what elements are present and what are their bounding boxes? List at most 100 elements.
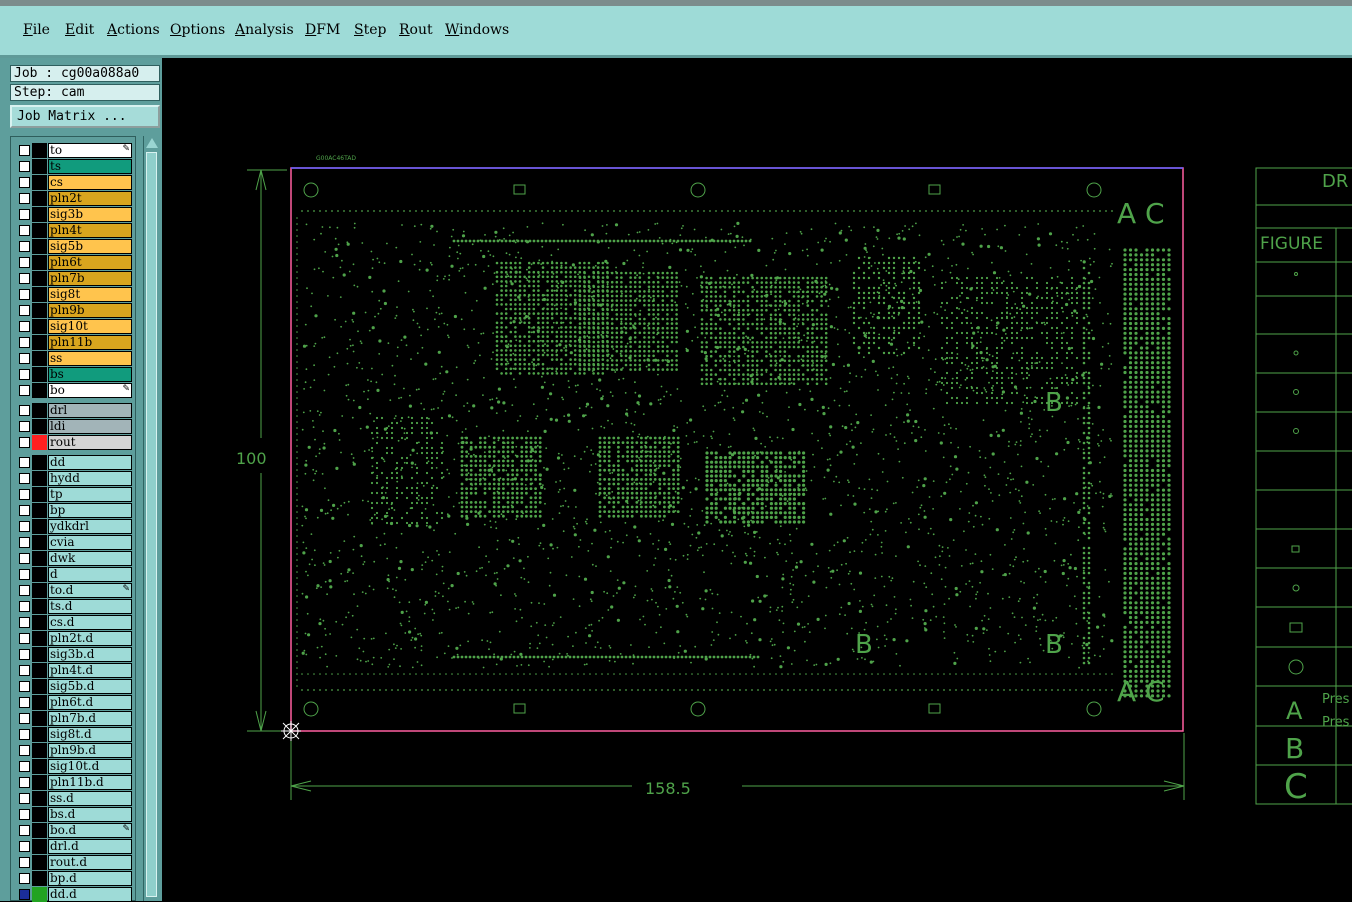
layer-checkbox[interactable] [19, 665, 30, 676]
layer-row[interactable]: dd.d [14, 887, 132, 902]
layer-color-swatch[interactable] [32, 403, 47, 418]
layer-color-swatch[interactable] [32, 335, 47, 350]
layer-color-swatch[interactable] [32, 727, 47, 742]
layer-row[interactable]: bs.d [14, 807, 132, 822]
layer-row[interactable]: rout [14, 435, 132, 450]
layer-row[interactable]: hydd [14, 471, 132, 486]
layer-name[interactable]: dd.d [48, 887, 132, 902]
layer-checkbox[interactable] [19, 489, 30, 500]
layer-row[interactable]: sig10t [14, 319, 132, 334]
layer-checkbox[interactable] [19, 405, 30, 416]
layer-row[interactable]: cs [14, 175, 132, 190]
layer-color-swatch[interactable] [32, 503, 47, 518]
layer-name[interactable]: pln4t [48, 223, 132, 238]
layer-color-swatch[interactable] [32, 631, 47, 646]
layer-color-swatch[interactable] [32, 583, 47, 598]
layer-color-swatch[interactable] [32, 351, 47, 366]
layer-row[interactable]: bo.d✎ [14, 823, 132, 838]
layer-checkbox[interactable] [19, 601, 30, 612]
layer-color-swatch[interactable] [32, 551, 47, 566]
graphic-editor-canvas[interactable]: 100 158.5 G00AC46TAD A [162, 58, 1352, 901]
layer-checkbox[interactable] [19, 537, 30, 548]
layer-checkbox[interactable] [19, 681, 30, 692]
layer-row[interactable]: tp [14, 487, 132, 502]
menu-edit[interactable]: Edit [65, 22, 94, 38]
layer-row[interactable]: sig5b [14, 239, 132, 254]
layer-checkbox[interactable] [19, 473, 30, 484]
layer-row[interactable]: bp [14, 503, 132, 518]
layer-name[interactable]: pln9b [48, 303, 132, 318]
layer-checkbox[interactable] [19, 713, 30, 724]
layer-color-swatch[interactable] [32, 159, 47, 174]
layer-checkbox[interactable] [19, 161, 30, 172]
layer-color-swatch[interactable] [32, 823, 47, 838]
layer-row[interactable]: ts [14, 159, 132, 174]
layer-name[interactable]: pln7b.d [48, 711, 132, 726]
layer-color-swatch[interactable] [32, 191, 47, 206]
layer-name[interactable]: ydkdrl [48, 519, 132, 534]
layer-row[interactable]: pln9b [14, 303, 132, 318]
layer-checkbox[interactable] [19, 841, 30, 852]
layer-row[interactable]: drl [14, 403, 132, 418]
layer-name[interactable]: drl.d [48, 839, 132, 854]
layer-checkbox[interactable] [19, 585, 30, 596]
layer-checkbox[interactable] [19, 793, 30, 804]
menu-dfm[interactable]: DFM [305, 22, 340, 38]
layer-color-swatch[interactable] [32, 487, 47, 502]
layer-checkbox[interactable] [19, 337, 30, 348]
layer-list-scrollbar[interactable] [143, 136, 160, 901]
layer-color-swatch[interactable] [32, 455, 47, 470]
layer-row[interactable]: sig3b [14, 207, 132, 222]
layer-color-swatch[interactable] [32, 239, 47, 254]
layer-checkbox[interactable] [19, 553, 30, 564]
layer-name[interactable]: pln4t.d [48, 663, 132, 678]
layer-color-swatch[interactable] [32, 711, 47, 726]
layer-name[interactable]: pln2t [48, 191, 132, 206]
layer-color-swatch[interactable] [32, 807, 47, 822]
layer-name[interactable]: pln11b [48, 335, 132, 350]
layer-checkbox[interactable] [19, 569, 30, 580]
layer-checkbox[interactable] [19, 857, 30, 868]
layer-row[interactable]: pln2t [14, 191, 132, 206]
layer-checkbox[interactable] [19, 193, 30, 204]
layer-checkbox[interactable] [19, 209, 30, 220]
layer-row[interactable]: sig5b.d [14, 679, 132, 694]
layer-color-swatch[interactable] [32, 287, 47, 302]
menu-options[interactable]: Options [170, 22, 225, 38]
layer-name[interactable]: cs.d [48, 615, 132, 630]
layer-color-swatch[interactable] [32, 839, 47, 854]
menu-file[interactable]: File [23, 22, 50, 38]
layer-checkbox[interactable] [19, 649, 30, 660]
layer-color-swatch[interactable] [32, 695, 47, 710]
layer-color-swatch[interactable] [32, 383, 47, 398]
layer-name[interactable]: bs.d [48, 807, 132, 822]
layer-name[interactable]: d [48, 567, 132, 582]
layer-row[interactable]: to✎ [14, 143, 132, 158]
layer-name[interactable]: to [48, 143, 132, 158]
layer-checkbox[interactable] [19, 729, 30, 740]
layer-row[interactable]: sig10t.d [14, 759, 132, 774]
layer-row[interactable]: bs [14, 367, 132, 382]
layer-color-swatch[interactable] [32, 471, 47, 486]
layer-row[interactable]: pln7b [14, 271, 132, 286]
layer-name[interactable]: pln7b [48, 271, 132, 286]
menu-actions[interactable]: Actions [107, 22, 160, 38]
layer-color-swatch[interactable] [32, 319, 47, 334]
layer-checkbox[interactable] [19, 633, 30, 644]
layer-checkbox[interactable] [19, 225, 30, 236]
layer-row[interactable]: pln9b.d [14, 743, 132, 758]
scroll-up-arrow-icon[interactable] [146, 138, 158, 148]
scroll-thumb[interactable] [146, 152, 157, 897]
layer-name[interactable]: drl [48, 403, 132, 418]
layer-color-swatch[interactable] [32, 303, 47, 318]
layer-color-swatch[interactable] [32, 599, 47, 614]
layer-row[interactable]: dwk [14, 551, 132, 566]
layer-row[interactable]: to.d✎ [14, 583, 132, 598]
layer-name[interactable]: sig3b [48, 207, 132, 222]
layer-color-swatch[interactable] [32, 271, 47, 286]
layer-checkbox[interactable] [19, 873, 30, 884]
layer-name[interactable]: bo.d [48, 823, 132, 838]
layer-checkbox[interactable] [19, 777, 30, 788]
layer-name[interactable]: ss.d [48, 791, 132, 806]
layer-name[interactable]: pln11b.d [48, 775, 132, 790]
